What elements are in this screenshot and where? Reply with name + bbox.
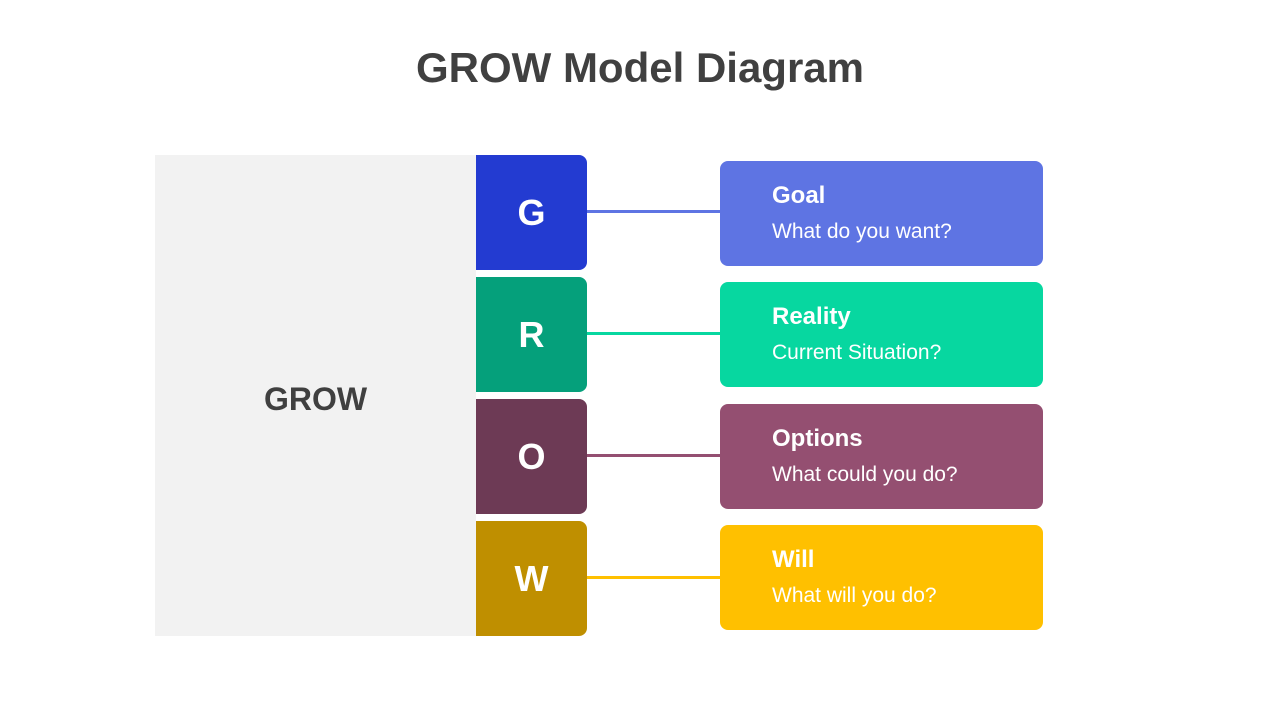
- card-reality: Reality Current Situation?: [720, 282, 1043, 387]
- page-title: GROW Model Diagram: [415, 44, 865, 91]
- card-heading-will: Will: [772, 546, 815, 573]
- card-description-options: What could you do?: [772, 463, 958, 486]
- card-heading-reality: Reality: [772, 303, 851, 330]
- card-description-reality: Current Situation?: [772, 341, 942, 364]
- connector-line-will: [587, 576, 721, 579]
- card-heading-goal: Goal: [772, 182, 826, 209]
- card-will: Will What will you do?: [720, 525, 1043, 630]
- card-goal: Goal What do you want?: [720, 161, 1043, 266]
- letter-tile-w: W: [476, 521, 587, 636]
- grow-panel-label: GROW: [263, 381, 368, 417]
- card-description-will: What will you do?: [772, 584, 937, 607]
- letter-tile-g: G: [476, 155, 587, 270]
- connector-line-options: [587, 454, 721, 457]
- connector-line-reality: [587, 332, 721, 335]
- card-description-goal: What do you want?: [772, 220, 952, 243]
- connector-line-goal: [587, 210, 721, 213]
- grow-panel: GROW: [155, 155, 476, 636]
- letter-tile-r: R: [476, 277, 587, 392]
- card-heading-options: Options: [772, 425, 863, 452]
- letter-tile-o: O: [476, 399, 587, 514]
- card-options: Options What could you do?: [720, 404, 1043, 509]
